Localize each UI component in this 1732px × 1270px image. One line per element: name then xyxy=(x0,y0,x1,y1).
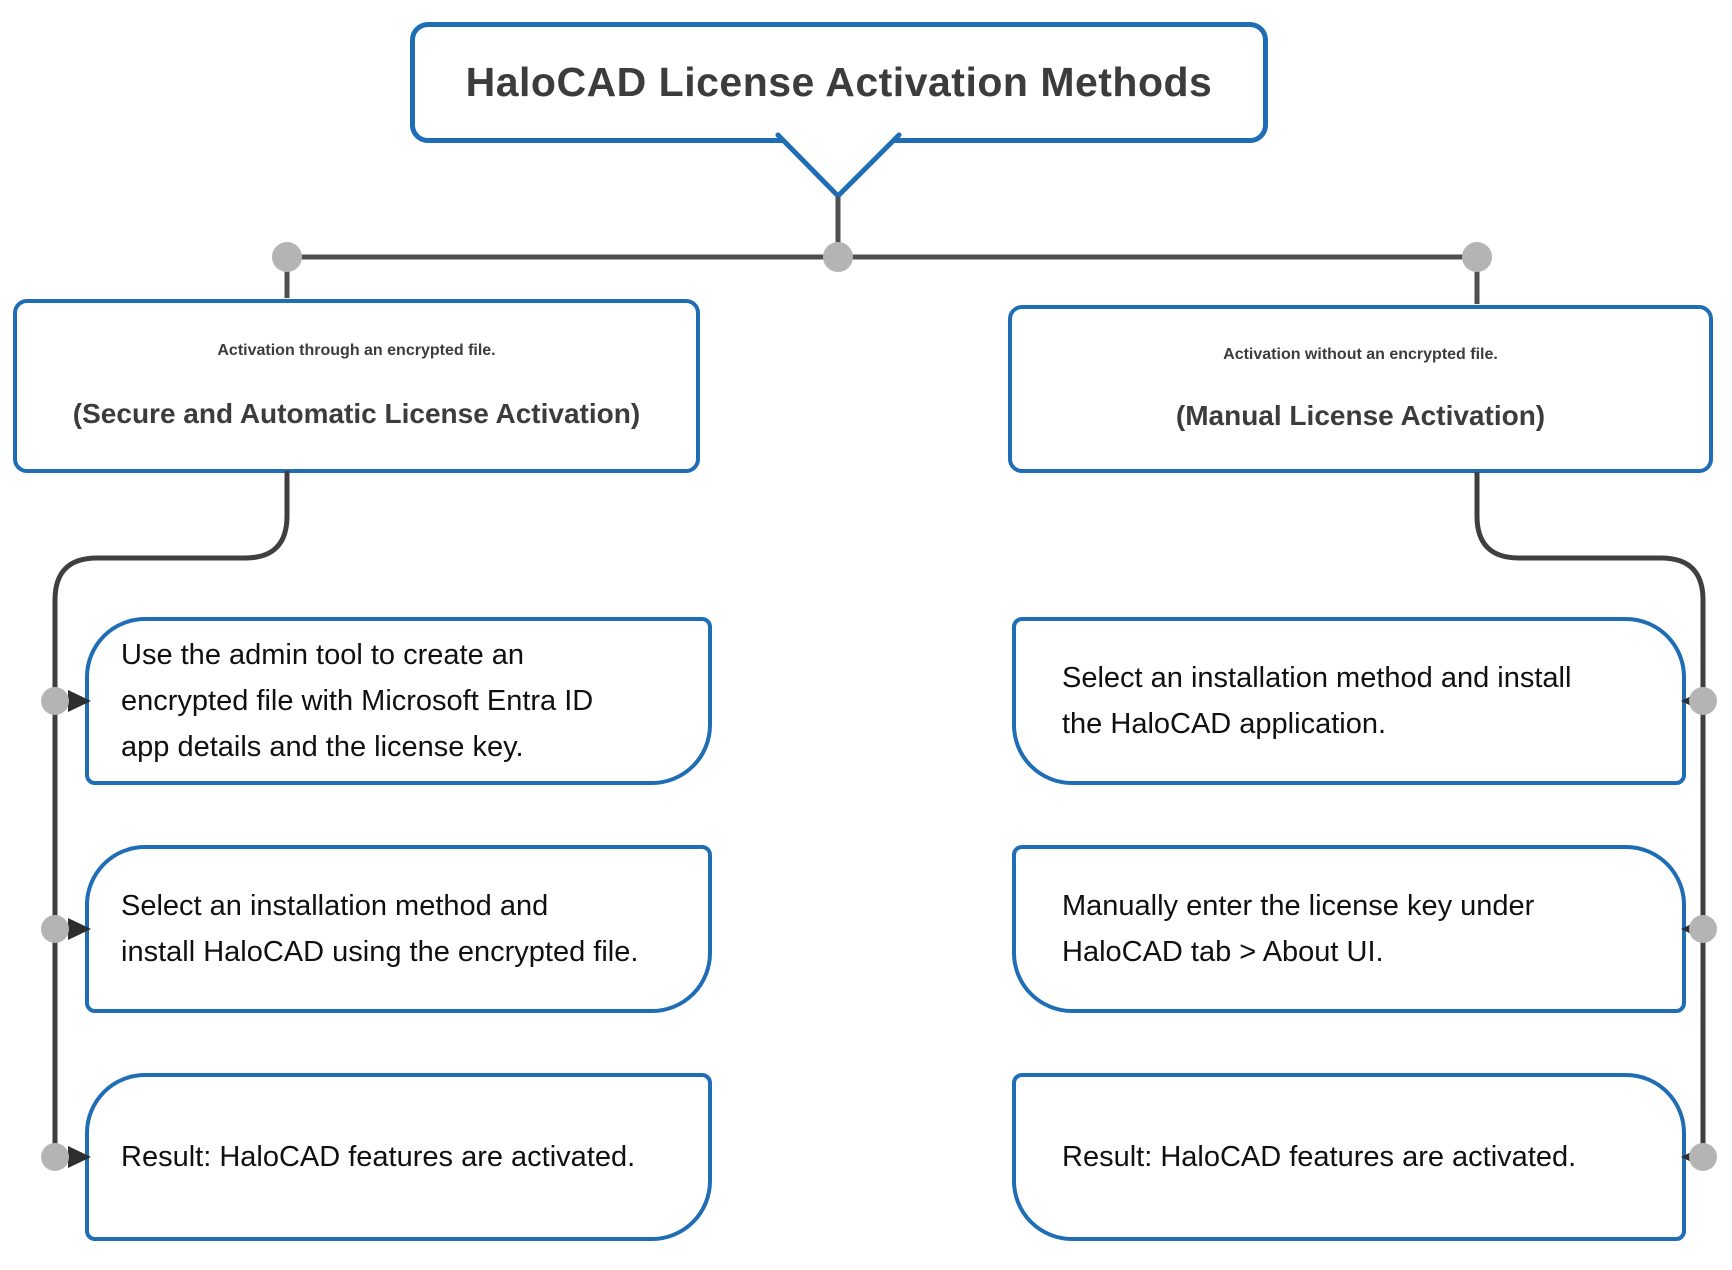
step-node-manual-key: Manually enter the license key under Hal… xyxy=(1012,845,1686,1013)
title-node: HaloCAD License Activation Methods xyxy=(410,22,1268,143)
junction-dot xyxy=(41,687,69,715)
title-pointer-tail xyxy=(775,132,902,200)
junction-dot xyxy=(41,915,69,943)
branch-heading: Activation through an encrypted file. xyxy=(217,341,496,359)
step-node-result-left: Result: HaloCAD features are activated. xyxy=(85,1073,712,1241)
step-node-admin-tool: Use the admin tool to create an encrypte… xyxy=(85,617,712,785)
connector-right-rail xyxy=(1474,472,1706,1157)
step-line: Use the admin tool to create an xyxy=(121,639,525,671)
step-line: the HaloCAD application. xyxy=(1062,708,1387,740)
branch-subheading: (Manual License Activation) xyxy=(1175,400,1546,432)
step-node-install-encrypted: Select an installation method and instal… xyxy=(85,845,712,1013)
branch-heading: Activation without an encrypted file. xyxy=(1223,345,1498,363)
step-line: app details and the license key. xyxy=(121,731,524,763)
step-line: Result: HaloCAD features are activated. xyxy=(1062,1141,1577,1173)
step-line: install HaloCAD using the encrypted file… xyxy=(121,936,639,968)
junction-dot xyxy=(1462,242,1492,272)
junction-dot xyxy=(272,242,302,272)
step-line: Select an installation method and xyxy=(121,890,549,922)
junction-dot xyxy=(823,242,853,272)
step-line: encrypted file with Microsoft Entra ID xyxy=(121,685,594,717)
step-node-install-app: Select an installation method and instal… xyxy=(1012,617,1686,785)
step-line: Select an installation method and instal… xyxy=(1062,662,1572,694)
branch-node-manual: Activation without an encrypted file. (M… xyxy=(1008,305,1713,473)
junction-dot xyxy=(1689,1143,1717,1171)
step-node-result-right: Result: HaloCAD features are activated. xyxy=(1012,1073,1686,1241)
page-title: HaloCAD License Activation Methods xyxy=(465,59,1213,105)
step-line: HaloCAD tab > About UI. xyxy=(1062,936,1384,968)
step-line: Manually enter the license key under xyxy=(1062,890,1535,922)
junction-dot xyxy=(41,1143,69,1171)
junction-dot xyxy=(1689,687,1717,715)
branch-subheading: (Secure and Automatic License Activation… xyxy=(72,398,641,430)
branch-node-encrypted: Activation through an encrypted file. (S… xyxy=(13,299,700,473)
step-line: Result: HaloCAD features are activated. xyxy=(121,1141,636,1173)
connector-left-rail xyxy=(52,471,290,1157)
junction-dot xyxy=(1689,915,1717,943)
